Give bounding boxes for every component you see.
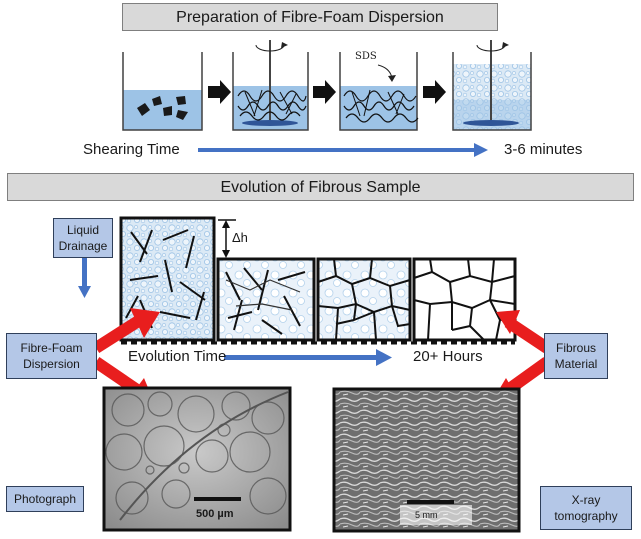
photograph-label: Photograph: [6, 486, 84, 512]
beaker-2: [232, 40, 309, 131]
liquid-drainage-label: Liquid Drainage: [53, 218, 113, 258]
fibrous-material-label: Fibrous Material: [544, 333, 608, 379]
photo-scale-label: 500 µm: [196, 508, 234, 520]
shearing-time-arrow: [198, 143, 488, 157]
red-arrow-to-stage1: [92, 308, 160, 354]
xray-tomography-label: X-ray tomography: [540, 486, 632, 530]
beaker-3: [339, 52, 419, 131]
stage-3-cellular: [316, 257, 412, 342]
xray-image: [332, 387, 521, 533]
evolution-time-arrow: [224, 349, 392, 366]
liquid-drainage-arrow: [78, 258, 91, 298]
step-arrow-3: [423, 80, 446, 104]
sds-label: SDS: [355, 51, 377, 62]
beaker-1: [122, 52, 203, 131]
shearing-duration-label: 3-6 minutes: [504, 141, 583, 158]
photograph-image: [102, 386, 292, 532]
stage-2-draining: [216, 257, 316, 342]
red-arrow-to-stage4: [496, 310, 551, 353]
step-arrow-1: [208, 80, 231, 104]
xray-scale-label: 5 mm: [415, 510, 438, 520]
stage-4-fibrous: [412, 257, 517, 342]
evolution-title: Evolution of Fibrous Sample: [7, 173, 634, 201]
delta-h-marker: [218, 219, 236, 258]
step-arrow-2: [313, 80, 336, 104]
evolution-time-label: Evolution Time: [128, 348, 227, 365]
shearing-time-label: Shearing Time: [83, 141, 180, 158]
preparation-title: Preparation of Fibre-Foam Dispersion: [122, 3, 498, 31]
beaker-4: [452, 40, 532, 131]
evolution-duration-label: 20+ Hours: [413, 348, 483, 365]
delta-h-label: Δh: [232, 230, 248, 245]
fibre-foam-dispersion-label: Fibre-Foam Dispersion: [6, 333, 97, 379]
